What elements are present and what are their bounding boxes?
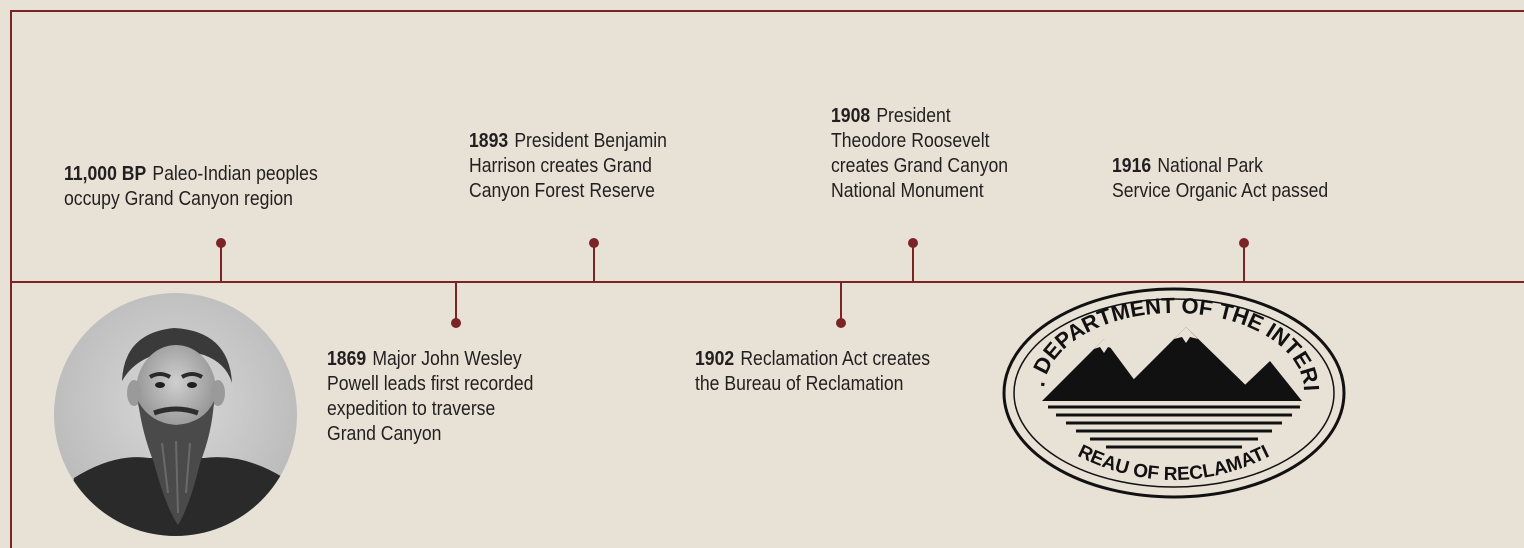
marker-dot-1908 [908,238,918,248]
event-text: Service Organic Act passed [1112,180,1329,202]
event-text: the Bureau of Reclamation [695,373,904,395]
marker-stem-1869 [455,282,457,322]
marker-dot-1893 [589,238,599,248]
marker-dot-1916 [1239,238,1249,248]
event-year: 1916 [1112,155,1152,177]
event-text: Canyon Forest Reserve [469,180,655,202]
event-text: Powell leads first recorded [327,373,534,395]
event-year: 1902 [695,348,735,370]
event-text: President Benjamin [514,130,667,152]
event-text: Theodore Roosevelt [831,130,990,152]
marker-stem-1916 [1243,244,1245,282]
event-text: Reclamation Act creates [740,348,931,370]
marker-stem-11000bp [220,244,222,282]
timeline-axis [10,281,1524,283]
event-text: creates Grand Canyon [831,155,1009,177]
seal-graphic: U.S. DEPARTMENT OF THE INTERIOR BUREAU O… [991,263,1346,499]
event-text: expedition to traverse [327,398,496,420]
marker-dot-11000bp [216,238,226,248]
event-text: National Park [1157,155,1263,177]
event-year: 1893 [469,130,509,152]
marker-dot-1902 [836,318,846,328]
timeline-frame [10,10,1524,548]
event-text: occupy Grand Canyon region [64,188,293,210]
event-year: 11,000 BP [64,163,147,185]
event-year: 1908 [831,105,871,127]
event-text: Major John Wesley [372,348,522,370]
portrait-image [54,293,297,536]
event-text: Grand Canyon [327,423,442,445]
powell-portrait [54,293,297,536]
marker-stem-1902 [840,282,842,322]
marker-stem-1893 [593,244,595,282]
event-text: National Monument [831,180,984,202]
event-year: 1869 [327,348,367,370]
marker-stem-1908 [912,244,914,282]
reclamation-seal: U.S. DEPARTMENT OF THE INTERIOR BUREAU O… [991,263,1348,507]
event-text: President [876,105,951,127]
marker-dot-1869 [451,318,461,328]
event-text: Harrison creates Grand [469,155,652,177]
event-text: Paleo-Indian peoples [152,163,318,185]
